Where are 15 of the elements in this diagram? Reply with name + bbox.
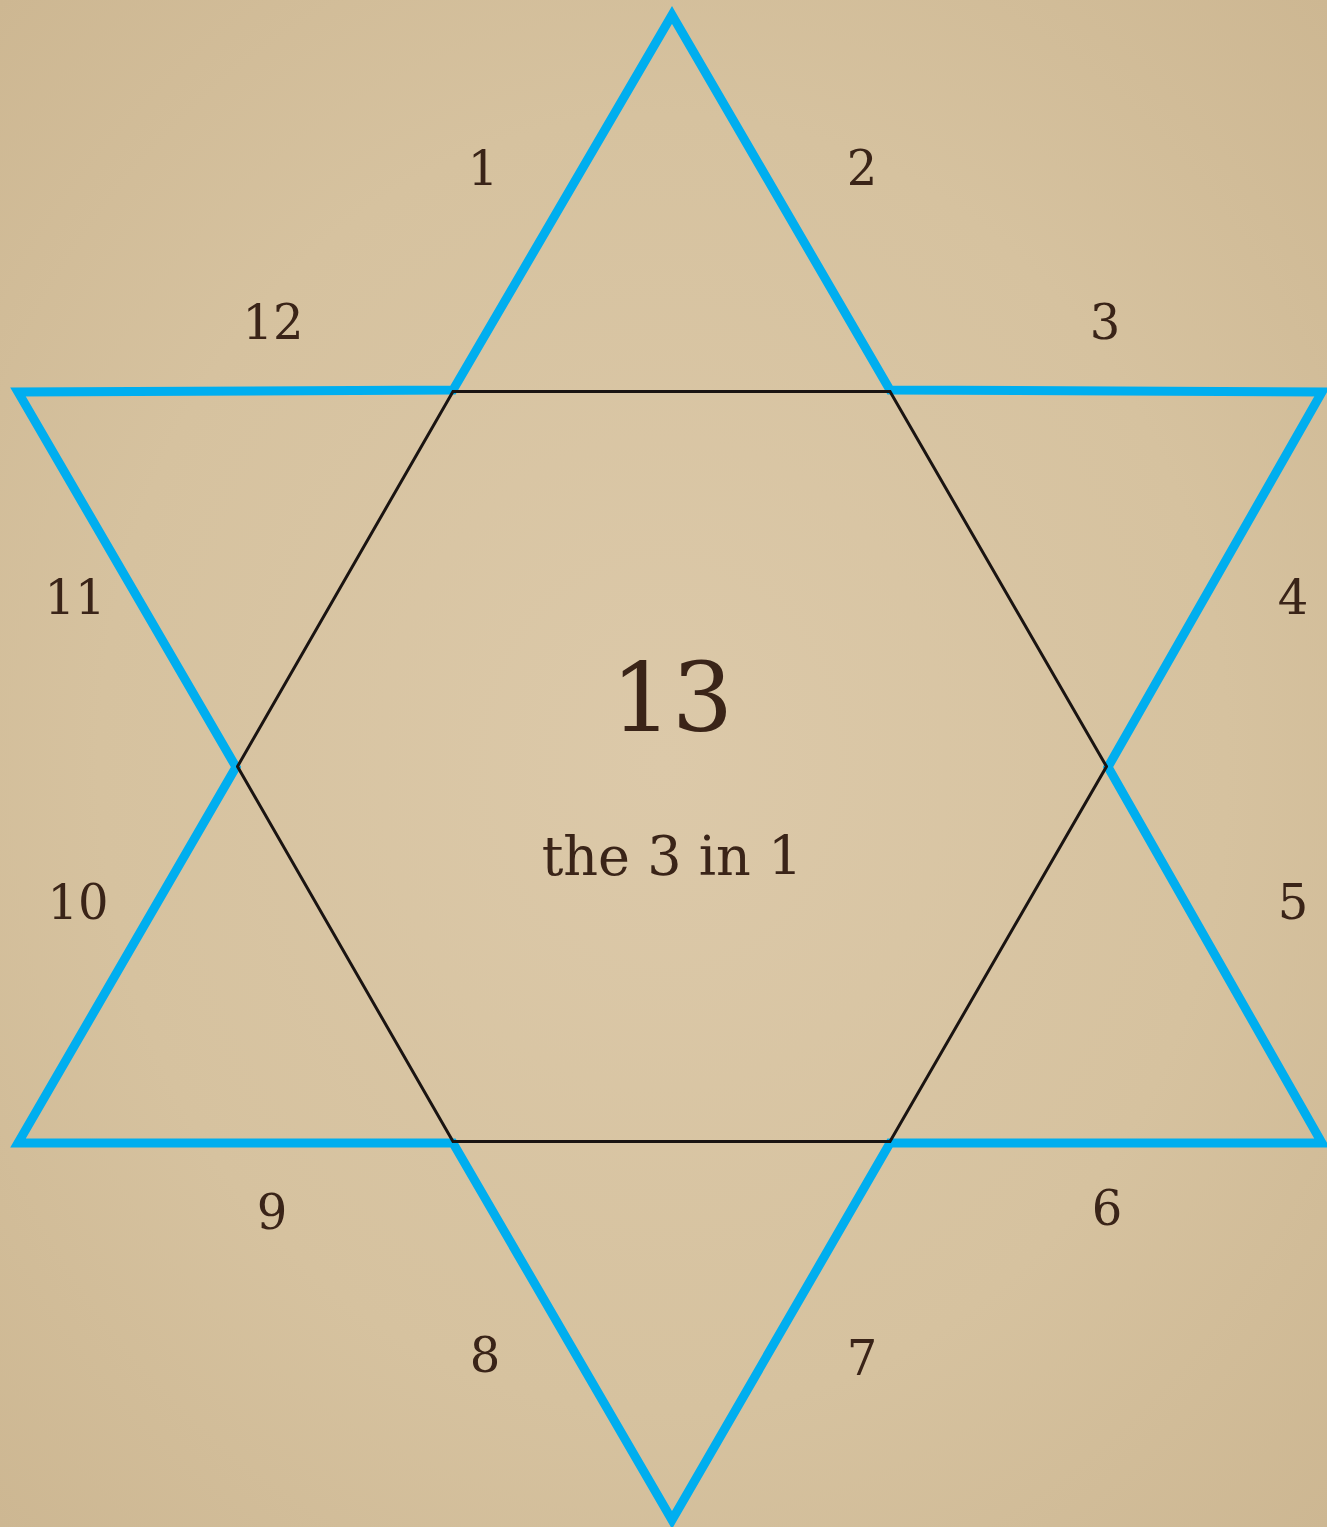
callout-number: 3	[1089, 298, 1121, 346]
callout-number: 6	[1091, 1184, 1123, 1232]
callout-number: 2	[846, 144, 878, 192]
callout-number: 10	[47, 878, 109, 926]
callout-number: 9	[256, 1188, 288, 1236]
callout-number: 4	[1277, 573, 1309, 621]
center-number: 13	[609, 650, 735, 746]
callout-number: 1	[467, 144, 499, 192]
callout-number: 12	[242, 298, 304, 346]
hexagon-shape	[236, 390, 1108, 1143]
callout-number: 7	[846, 1334, 878, 1382]
callout-number: 11	[44, 573, 106, 621]
center-caption: the 3 in 1	[540, 830, 804, 884]
callout-number: 5	[1277, 878, 1309, 926]
callout-number: 8	[469, 1331, 501, 1379]
